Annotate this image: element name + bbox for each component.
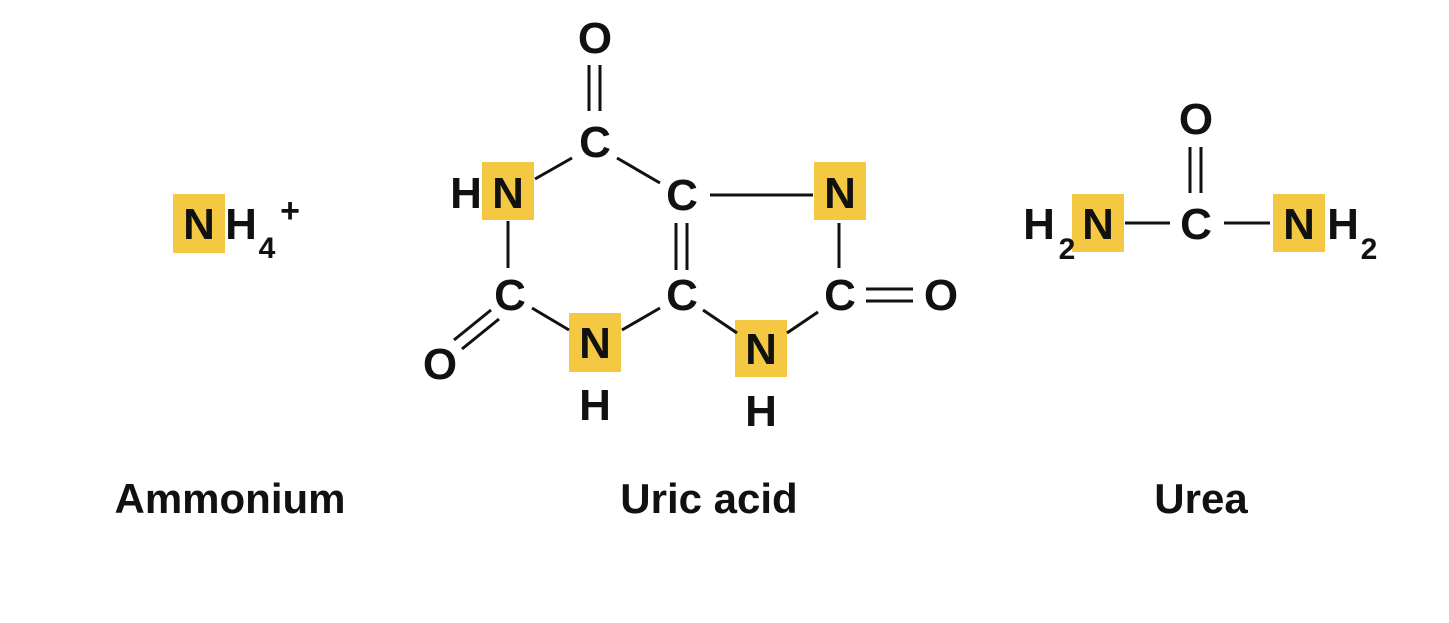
label-ammonium: Ammonium xyxy=(115,475,346,522)
label-urea: Urea xyxy=(1154,475,1248,522)
atom-n-upper-right: N xyxy=(824,169,856,218)
atom-o-top: O xyxy=(1179,95,1213,144)
subscript-2-left: 2 xyxy=(1059,233,1076,266)
bond-single xyxy=(786,310,819,335)
nitrogen-highlight xyxy=(569,313,621,372)
bond-single xyxy=(616,156,661,185)
atom-h-hn: H xyxy=(450,169,482,218)
atom-h-left: H xyxy=(1023,200,1055,249)
atom-o-top: O xyxy=(578,14,612,63)
bond-single xyxy=(702,308,738,335)
bond-single xyxy=(621,306,661,332)
atom-c-lower-mid: C xyxy=(666,271,698,320)
bond-single xyxy=(531,306,570,332)
nitrogen-highlight xyxy=(1273,194,1325,252)
urea-structure: O H 2 N C N H 2 xyxy=(1023,95,1377,266)
atom-n: N xyxy=(183,200,215,249)
uric-acid-structure: O C H N C N C O N H C N H C O xyxy=(423,14,958,436)
atom-n-bottom-left: N xyxy=(579,319,611,368)
atom-c-right: C xyxy=(824,271,856,320)
nitrogen-highlight xyxy=(735,320,787,377)
charge-plus: + xyxy=(280,192,300,230)
atom-c-top: C xyxy=(579,118,611,167)
subscript-2-right: 2 xyxy=(1361,233,1378,266)
ammonium-structure: N H 4 + xyxy=(173,192,300,265)
atom-o-right: O xyxy=(924,271,958,320)
nitrogen-highlight xyxy=(173,194,225,253)
subscript-4: 4 xyxy=(259,232,276,265)
nitrogen-highlight xyxy=(482,162,534,220)
label-uric-acid: Uric acid xyxy=(620,475,797,522)
atom-n-hn: N xyxy=(492,169,524,218)
atom-c-upper-mid: C xyxy=(666,171,698,220)
atom-c-center: C xyxy=(1180,200,1212,249)
atom-o-left: O xyxy=(423,340,457,389)
atom-c-left: C xyxy=(494,271,526,320)
bond-double xyxy=(461,317,500,351)
atom-n-left: N xyxy=(1082,200,1114,249)
nitrogen-highlight xyxy=(1072,194,1124,252)
atom-h-right: H xyxy=(1327,200,1359,249)
atom-n-bottom-right: N xyxy=(745,325,777,374)
bond-single xyxy=(534,156,573,181)
atom-h-bottom-left: H xyxy=(579,381,611,430)
atom-h-bottom-right: H xyxy=(745,387,777,436)
atom-n-right: N xyxy=(1283,200,1315,249)
atom-h: H xyxy=(225,200,257,249)
bond-double xyxy=(453,308,492,342)
nitrogen-highlight xyxy=(814,162,866,220)
